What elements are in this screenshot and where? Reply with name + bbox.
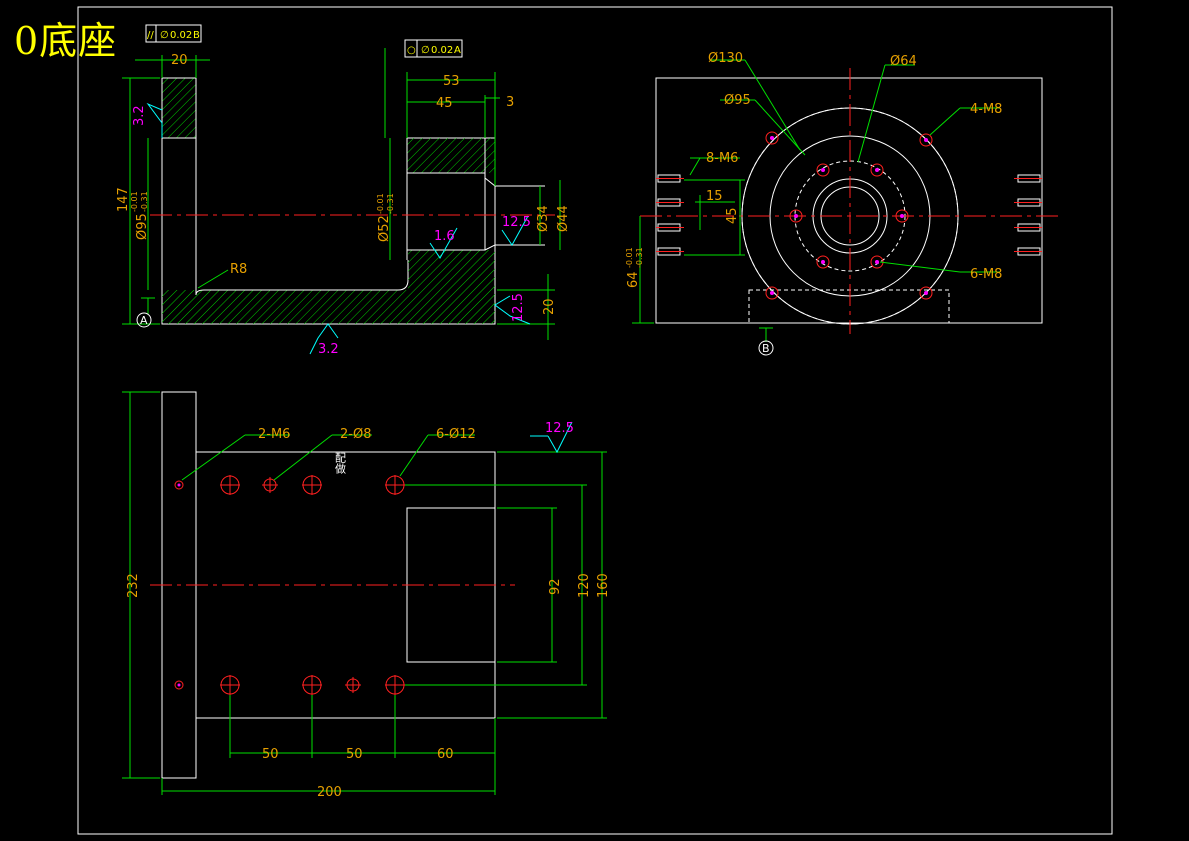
dim-phi95: Ø95 — [135, 213, 150, 240]
top-dim-lines — [122, 391, 607, 795]
boss-hatch-bottom — [408, 250, 495, 290]
roughness-12-5-mid: 12.5 — [502, 215, 531, 230]
dim-4-m8: 4-M8 — [970, 102, 1002, 117]
top-view[interactable]: 12.5 2-M6 2-Ø8 配做 6-Ø12 232 92 120 160 5… — [122, 391, 611, 800]
side-thread-holes — [656, 174, 1042, 256]
datum-b-label: B — [762, 342, 770, 355]
tol-52-upper: -0.01 — [376, 193, 385, 214]
dim-phi130: Ø130 — [708, 51, 743, 66]
tol-95-upper: -0.01 — [130, 191, 139, 212]
left-wall-hatch — [162, 78, 196, 138]
dim-60: 60 — [437, 747, 454, 762]
tol-64-upper: -0.01 — [625, 247, 634, 268]
tolerance-frame-mid-ref: A — [454, 45, 461, 56]
side-dim-lines — [632, 59, 1000, 342]
tolerance-frame-mid — [404, 39, 463, 58]
dim-15: 15 — [706, 189, 723, 204]
tolerance-frame-left-ref: B — [193, 30, 200, 41]
tolerance-frame-left-symbol: // — [147, 30, 154, 41]
tol-64-lower: -0.31 — [635, 247, 644, 268]
side-view[interactable]: B Ø130 Ø64 Ø95 4-M8 8-M6 15 45 64 -0.01 … — [625, 51, 1058, 356]
dim-92: 92 — [548, 578, 563, 595]
dim-6-m8: 6-M8 — [970, 267, 1002, 282]
tolerance-frame-left-diameter: ∅ — [160, 30, 169, 41]
roughness-12-5-right: 12.5 — [511, 293, 526, 322]
dim-45-side: 45 — [725, 207, 740, 224]
dim-160: 160 — [596, 573, 611, 598]
note-peizuo: 配做 — [334, 452, 347, 475]
roughness-symbol-left — [146, 102, 163, 138]
dim-200: 200 — [317, 785, 342, 800]
datum-a-label: A — [140, 314, 148, 327]
tolerance-frame-left — [145, 24, 202, 43]
base-inner-outline — [195, 260, 409, 296]
roughness-symbol-3-2-bottom — [309, 323, 339, 355]
dim-3: 3 — [506, 95, 514, 110]
front-section-view[interactable]: A 20 53 45 3 147 Ø95 -0.01 -0.31 Ø52 -0.… — [116, 24, 571, 357]
dim-phi64: Ø64 — [890, 54, 917, 69]
dim-phi34: Ø34 — [536, 205, 551, 232]
dim-phi52: Ø52 — [377, 215, 392, 242]
side-base-hidden — [748, 289, 950, 324]
drawing-title: 0底座 — [14, 19, 118, 63]
dim-6-phi12: 6-Ø12 — [436, 427, 476, 442]
dim-r8: R8 — [230, 262, 247, 277]
front-dim-lines — [122, 48, 561, 340]
dim-2-m6: 2-M6 — [258, 427, 290, 442]
base-hatch — [162, 290, 495, 324]
dim-20-top: 20 — [171, 53, 188, 68]
dim-8-m6: 8-M6 — [706, 151, 738, 166]
roughness-3-2-bottom: 3.2 — [318, 342, 339, 357]
dim-53: 53 — [443, 74, 460, 89]
roughness-symbol-top — [530, 421, 573, 454]
boss-hatch-top — [407, 138, 495, 173]
roughness-symbol-12-5-mid — [501, 215, 529, 246]
datum-a-circle — [136, 312, 152, 328]
tolerance-frame-left-value: 0.02 — [170, 30, 192, 41]
dim-120: 120 — [577, 573, 592, 598]
roughness-1-6: 1.6 — [434, 229, 455, 244]
top-holes — [174, 475, 405, 695]
tolerance-frame-mid-diameter: ∅ — [421, 45, 430, 56]
dim-45: 45 — [436, 96, 453, 111]
dim-20-right: 20 — [542, 298, 557, 315]
roughness-3-2-left: 3.2 — [132, 105, 147, 126]
dim-50-b: 50 — [346, 747, 363, 762]
dim-2-phi8: 2-Ø8 — [340, 427, 371, 442]
tol-52-lower: -0.31 — [386, 193, 395, 214]
dim-64: 64 — [626, 271, 641, 288]
roughness-12-5-top: 12.5 — [545, 421, 574, 436]
roughness-symbol-12-5-right — [494, 295, 531, 325]
dim-50-a: 50 — [262, 747, 279, 762]
dim-147: 147 — [116, 187, 131, 212]
drawing-border — [77, 6, 1113, 835]
dim-phi44: Ø44 — [556, 205, 571, 232]
datum-b-circle — [758, 340, 774, 356]
dim-phi95-side: Ø95 — [724, 93, 751, 108]
tolerance-frame-mid-value: 0.02 — [431, 45, 453, 56]
tolerance-frame-mid-symbol: ○ — [407, 45, 416, 56]
tol-95-lower: -0.31 — [140, 191, 149, 212]
roughness-symbol-1-6 — [429, 227, 458, 259]
dim-232: 232 — [126, 573, 141, 598]
